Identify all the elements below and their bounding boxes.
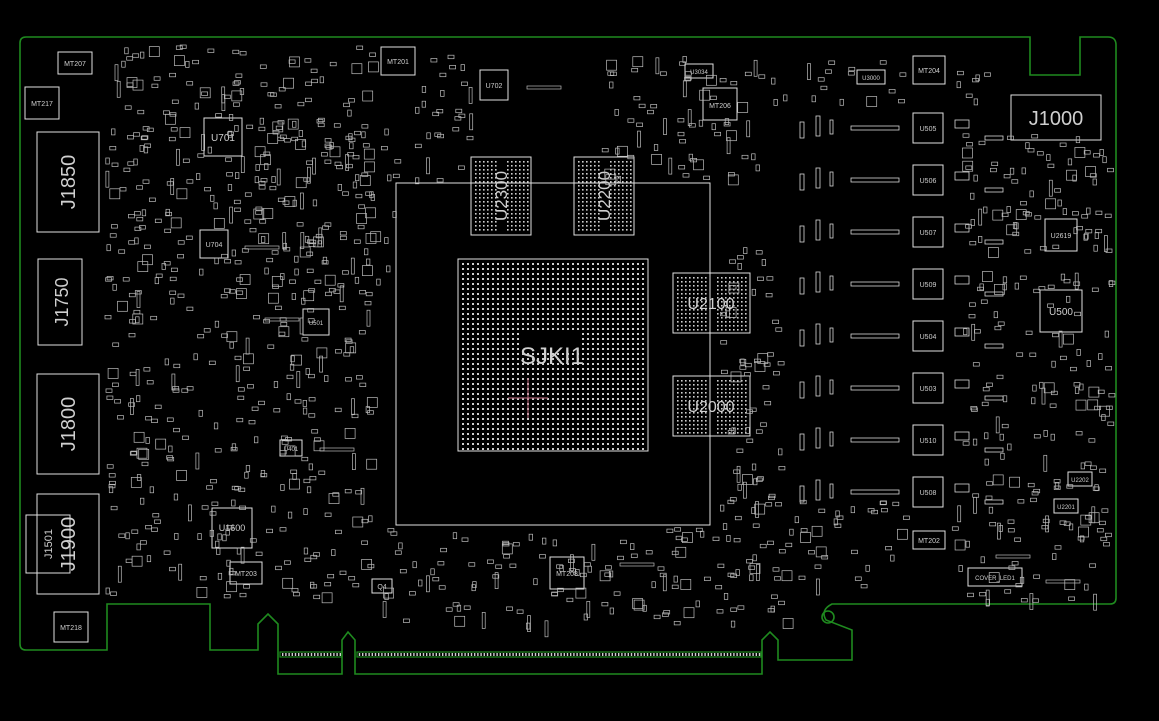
j1501-label: J1501	[43, 529, 55, 559]
connector-j1900: J1900	[36, 493, 100, 595]
vrm-column: U505 U506 U507 U509 U504 U503 U510 U508	[799, 112, 1004, 508]
mt208-label: MT208	[556, 571, 578, 578]
connector-j1000: J1000	[1010, 94, 1102, 141]
mt204-label: MT204	[918, 68, 940, 75]
u401-label: U401	[284, 447, 299, 453]
u2000-label: U2000	[687, 399, 734, 416]
u2100-label: U2100	[687, 296, 734, 313]
connector-j1501: J1501	[25, 514, 71, 574]
u3034-label: U3034	[690, 70, 708, 76]
mt207-label: MT207	[64, 61, 86, 68]
j1850-label: J1850	[58, 155, 80, 210]
gpu-ref-label: SJKI1	[520, 343, 584, 370]
u1600-label: U1600	[219, 523, 246, 533]
u509-label: U509	[920, 282, 937, 289]
u508-label: U508	[920, 490, 937, 497]
gpu-bga-package	[457, 258, 649, 452]
u2619-label: U2619	[1051, 233, 1072, 240]
cover-led1-label: COVER_LED1	[975, 576, 1015, 582]
mt203-label: MT203	[235, 571, 257, 578]
u702-label: U702	[486, 83, 503, 90]
connector-j1750: J1750	[37, 258, 83, 346]
u2201-label: U2201	[1057, 505, 1075, 511]
u2300-label: U2300	[492, 171, 511, 221]
mount-hole	[821, 610, 835, 624]
gpu-keepout-frame	[395, 182, 711, 526]
u500-label: U500	[1049, 307, 1073, 318]
gpu-bga-balls	[462, 263, 644, 450]
u501-label: U501	[309, 321, 324, 327]
memory-chip-u2300: U2300	[470, 156, 532, 236]
j1000-label: J1000	[1029, 108, 1084, 130]
connector-j1850: J1850	[36, 131, 100, 233]
u507-label: U507	[920, 230, 937, 237]
pcie-edge-connector	[279, 651, 762, 658]
connector-j1800: J1800	[36, 373, 100, 475]
mt202-label: MT202	[918, 538, 940, 545]
mt218-label: MT218	[60, 625, 82, 632]
labelled-components: MT207 MT217 MT201 U701 U702 U704 U501 U4…	[24, 46, 1093, 643]
u510-label: U510	[920, 438, 937, 445]
mt217-label: MT217	[31, 101, 53, 108]
u503-label: U503	[920, 386, 937, 393]
u504-label: U504	[920, 334, 937, 341]
memory-chip-u2100: U2100	[672, 272, 751, 334]
memory-chip-u2200: U2200	[573, 156, 635, 236]
u506-label: U506	[920, 178, 937, 185]
u505-label: U505	[920, 126, 937, 133]
u2202-label: U2202	[1071, 478, 1089, 484]
passive-components	[104, 44, 1116, 638]
u704-label: U704	[206, 242, 223, 249]
u701-label: U701	[211, 133, 235, 144]
u2200-label: U2200	[595, 171, 614, 221]
j1900-label: J1900	[58, 517, 80, 572]
u3000-label: U3000	[862, 76, 880, 82]
q4-label: Q4	[377, 584, 386, 591]
j1750-label: J1750	[52, 277, 72, 326]
mt201-label: MT201	[387, 59, 409, 66]
j1800-label: J1800	[58, 397, 80, 452]
mt206-label: MT206	[709, 103, 731, 110]
memory-chip-u2000: U2000	[672, 375, 751, 437]
board-outline	[19, 36, 1117, 675]
